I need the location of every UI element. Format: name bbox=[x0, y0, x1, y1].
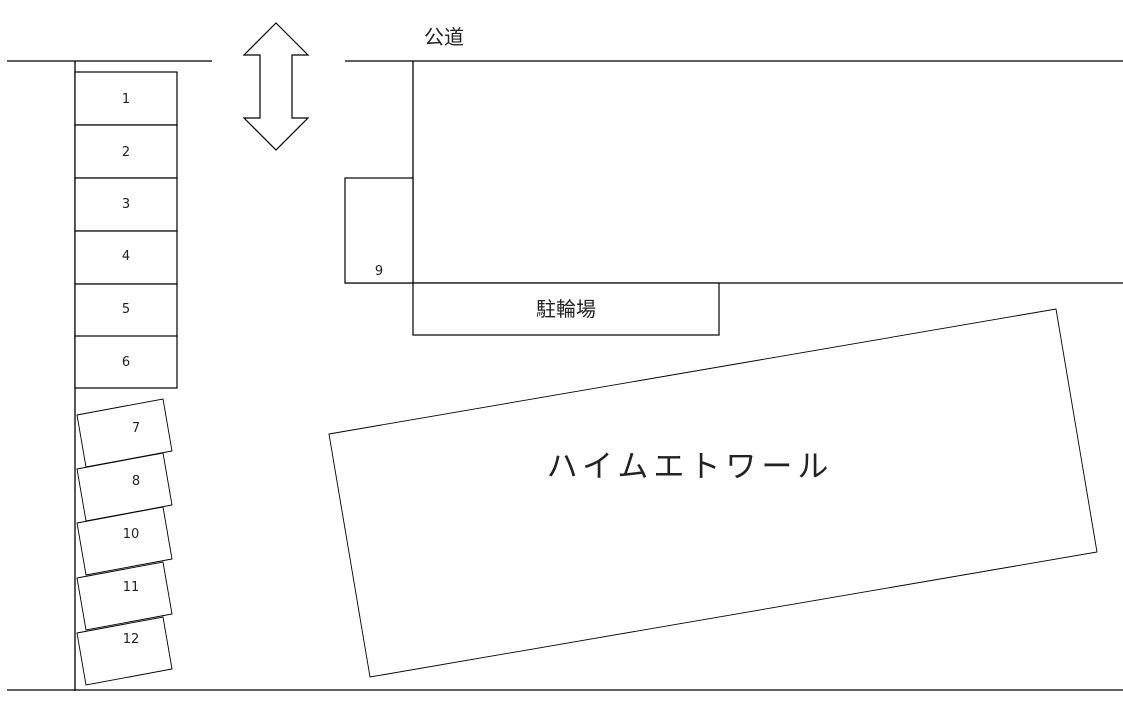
parking-slot-9: 9 bbox=[344, 177, 414, 284]
parking-slot: 11 bbox=[76, 561, 173, 631]
parking-slot-number: 10 bbox=[123, 527, 140, 542]
parking-slot: 4 bbox=[74, 230, 178, 285]
parking-slot-number: 11 bbox=[123, 580, 140, 595]
road-label: 公道 bbox=[424, 25, 464, 49]
parking-slot-number: 3 bbox=[122, 197, 130, 212]
parking-slot-number: 5 bbox=[122, 302, 130, 317]
parking-slot-number: 7 bbox=[132, 421, 140, 436]
parking-slot: 12 bbox=[76, 616, 173, 686]
bicycle-parking-label: 駐輪場 bbox=[536, 297, 596, 321]
parking-slot-number: 2 bbox=[122, 145, 130, 160]
parking-slot-number: 6 bbox=[122, 355, 130, 370]
building-label: ハイムエトワール bbox=[547, 449, 834, 485]
apartment-building: ハイムエトワール bbox=[328, 308, 1098, 678]
parking-slot: 10 bbox=[76, 506, 173, 576]
double-headed-vertical-arrow-icon bbox=[242, 22, 310, 151]
parking-slot-number: 1 bbox=[122, 92, 130, 107]
parking-slot-number: 4 bbox=[122, 249, 130, 264]
parking-slot: 6 bbox=[74, 335, 178, 389]
parking-slot: 2 bbox=[74, 124, 178, 179]
parking-slot: 5 bbox=[74, 283, 178, 338]
parking-slot: 1 bbox=[74, 71, 178, 126]
parking-slot: 8 bbox=[76, 452, 173, 522]
parking-slot-number: 8 bbox=[132, 474, 140, 489]
parking-slot-number: 12 bbox=[123, 632, 140, 647]
parking-slot: 3 bbox=[74, 177, 178, 232]
parking-slot: 7 bbox=[76, 398, 173, 468]
bicycle-parking-area: 駐輪場 bbox=[412, 282, 720, 336]
parking-slot-number: 9 bbox=[375, 264, 383, 279]
